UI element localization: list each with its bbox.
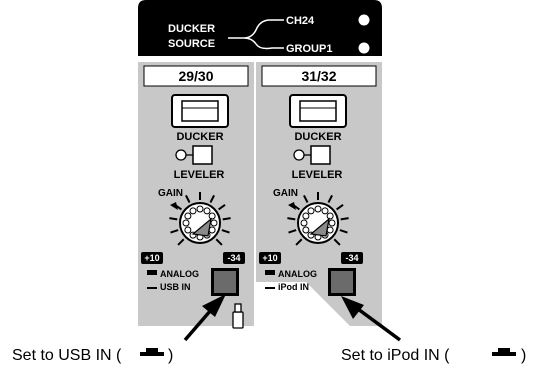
gain-knob-tick (327, 194, 333, 203)
channel-id: 29/30 (178, 68, 213, 84)
gain-knob-tick (169, 217, 178, 221)
channel-id: 31/32 (301, 68, 336, 84)
gain-knob-tick (215, 238, 223, 246)
channel-31-32: 31/32 DUCKER LEVELER GAIN +10 -34 ANALOG… (259, 65, 377, 296)
switch-up-symbol-icon (147, 270, 157, 275)
gain-knob[interactable] (169, 192, 231, 246)
switch-usb-label: USB IN (160, 282, 191, 292)
source-connector-lines (228, 19, 284, 50)
gain-knob-pointer (309, 217, 330, 237)
gain-knob-tick (185, 194, 191, 203)
leveler-button[interactable] (310, 145, 331, 165)
leveler-label: LEVELER (174, 169, 225, 181)
leveler-button[interactable] (192, 145, 213, 165)
gain-knob-grip-bump (328, 219, 336, 227)
leveler-led (293, 149, 305, 161)
ducker-source-header (138, 0, 382, 56)
arrow-to-usb-switch (183, 294, 226, 342)
gain-min-label: -34 (227, 253, 240, 263)
caption-usb-close: ) (168, 347, 173, 364)
gain-knob-grip-bump (208, 212, 216, 220)
gain-min-tag (341, 252, 363, 264)
source-ch24-indicator (358, 14, 370, 26)
leveler-led (175, 149, 187, 161)
ducker-label-line2: SOURCE (168, 38, 215, 50)
ducker-button-inner (181, 100, 219, 122)
caption-ipod: Set to iPod IN ( (341, 347, 450, 364)
gain-knob-max-marker (170, 202, 178, 210)
gain-label: GAIN (273, 188, 298, 199)
gain-knob-tick (303, 194, 309, 203)
gain-knob-grip-bump (189, 207, 197, 215)
gain-knob-max-marker (288, 202, 296, 210)
leveler-label: LEVELER (292, 169, 343, 181)
gain-knob-tick (340, 217, 349, 221)
gain-max-label: +10 (144, 253, 159, 263)
gain-knob-body (297, 202, 339, 244)
ducker-button-inner (299, 100, 337, 122)
usb-icon (232, 303, 244, 329)
switch-ipod-label: iPod IN (278, 282, 309, 292)
gain-knob-grip-bump (184, 212, 192, 220)
usb-in-switch[interactable] (214, 271, 236, 293)
gain-min-tag (223, 252, 245, 264)
caption-ipod-symbol-icon (492, 348, 516, 356)
gain-knob-grip-bump (314, 205, 322, 213)
ducker-label-line1: DUCKER (168, 23, 215, 35)
gain-knob-tick (218, 203, 226, 211)
switch-analog-label: ANALOG (160, 269, 199, 279)
channel-id-box (261, 65, 377, 87)
ducker-label: DUCKER (294, 131, 341, 143)
gain-knob-grip-bump (307, 207, 315, 215)
caption-usb: Set to USB IN ( (12, 347, 122, 364)
gain-min-label: -34 (345, 253, 358, 263)
gain-knob[interactable] (287, 192, 349, 246)
caption-usb-symbol-icon (140, 348, 164, 356)
gain-label: GAIN (158, 188, 183, 199)
source-ch24-label: CH24 (286, 15, 315, 27)
switch-down-symbol-icon (265, 287, 275, 289)
gain-knob-tick (221, 229, 230, 234)
gain-knob-grip-bump (184, 226, 192, 234)
source-group1-indicator (358, 42, 370, 54)
gain-knob-grip-bump (302, 212, 310, 220)
gain-knob-grip-bump (196, 205, 204, 213)
gain-knob-tick (222, 217, 231, 221)
switch-up-symbol-icon (265, 270, 275, 275)
gain-max-tag (259, 252, 281, 264)
gain-knob-tick (287, 217, 296, 221)
ipod-in-switch[interactable] (331, 271, 353, 293)
gain-knob-tick (333, 238, 341, 246)
gain-knob-body (179, 202, 221, 244)
gain-knob-pointer (191, 217, 212, 237)
caption-ipod-close: ) (521, 347, 526, 364)
gain-knob-tick (177, 238, 185, 246)
switch-analog-label: ANALOG (278, 269, 317, 279)
switch-down-symbol-icon (147, 287, 157, 289)
gain-knob-tick (339, 229, 348, 234)
gain-knob-tick (295, 238, 303, 246)
channel-29-30: 29/30 DUCKER LEVELER GAIN +10 -34 ANALOG… (141, 62, 256, 329)
gain-knob-grip-bump (210, 219, 218, 227)
gain-knob-tick (288, 229, 297, 234)
arrow-to-ipod-switch (341, 296, 402, 342)
gain-knob-grip (300, 205, 336, 241)
gain-max-label: +10 (262, 253, 277, 263)
channel-id-box (143, 65, 249, 87)
gain-knob-grip-bump (302, 226, 310, 234)
source-group1-label: GROUP1 (286, 43, 332, 55)
gain-knob-tick (336, 203, 344, 211)
gain-knob-grip-bump (203, 207, 211, 215)
ducker-label: DUCKER (176, 131, 223, 143)
gain-knob-tick (170, 229, 179, 234)
gain-knob-grip-bump (300, 219, 308, 227)
gain-max-tag (141, 252, 163, 264)
gain-knob-tick (209, 194, 215, 203)
gain-knob-grip-bump (326, 212, 334, 220)
gain-knob-grip-bump (182, 219, 190, 227)
gain-knob-grip-bump (321, 207, 329, 215)
